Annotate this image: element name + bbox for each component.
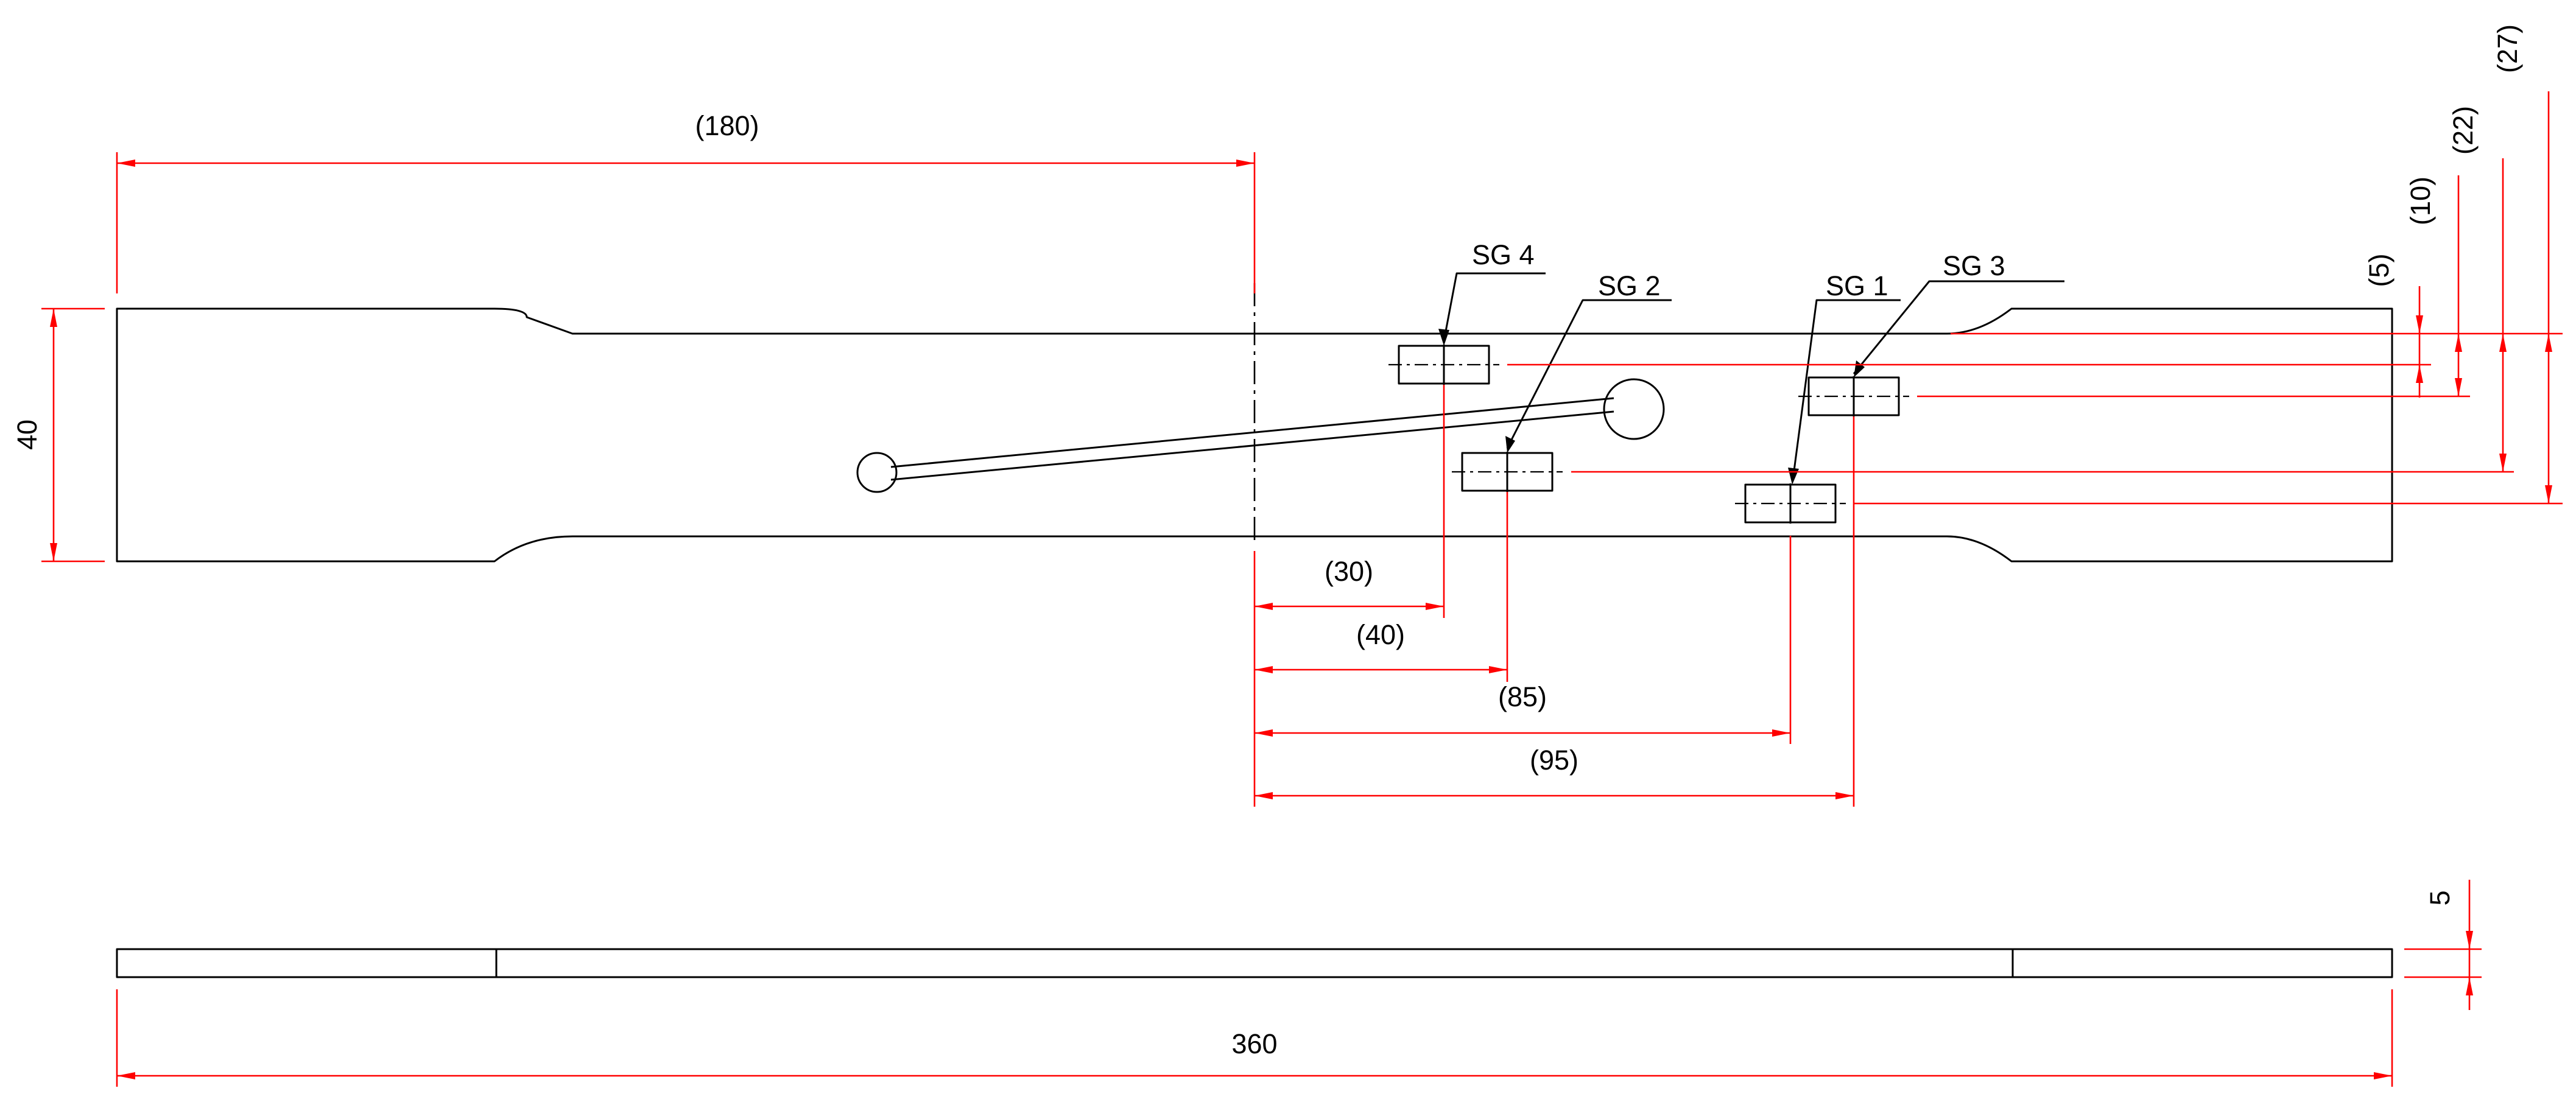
label-sg4: SG 4 [1472,239,1535,270]
dim-gauge-x: (30) (40) (85) (95) [1253,385,1855,807]
dim-label-30: (30) [1325,556,1373,587]
specimen-side-view [116,948,2393,978]
label-sg1: SG 1 [1826,270,1888,301]
dim-label-40: 40 [12,419,43,450]
dim-label-10: (10) [2405,177,2436,225]
dim-gauge-y: (5) (10) (22) (27) [1507,24,2563,505]
strain-gauge-sg2 [1452,452,1563,492]
dim-total-length: 360 [116,989,2393,1087]
strain-gauge-sg3 [1798,376,1909,416]
dim-label-95: (95) [1530,745,1578,776]
dim-label-40b: (40) [1356,619,1405,650]
dim-label-27: (27) [2492,24,2523,73]
leader-sg2: SG 2 [1505,270,1672,453]
dim-half-length: (180) [116,110,1256,293]
leader-sg1: SG 1 [1788,270,1901,485]
dim-label-180: (180) [695,110,759,141]
leader-sg4: SG 4 [1438,239,1546,346]
dim-label-360: 360 [1231,1028,1277,1059]
strain-gauge-sg4 [1388,345,1499,385]
dim-label-5: (5) [2363,254,2395,287]
notch-start-hole [856,452,898,493]
dim-label-22: (22) [2448,106,2479,155]
specimen-outline [116,307,2393,563]
notch [856,378,1665,493]
specimen-top-view [116,283,2393,563]
dim-width: 40 [12,307,105,563]
dim-thickness: 5 [2404,880,2482,1010]
dim-label-85: (85) [1498,681,1547,712]
notch-end-hole [1603,378,1665,440]
label-sg2: SG 2 [1598,270,1661,301]
leader-sg3: SG 3 [1853,250,2064,377]
dim-label-thickness: 5 [2424,890,2455,905]
strain-gauge-sg1 [1735,483,1846,524]
label-sg3: SG 3 [1943,250,2005,281]
